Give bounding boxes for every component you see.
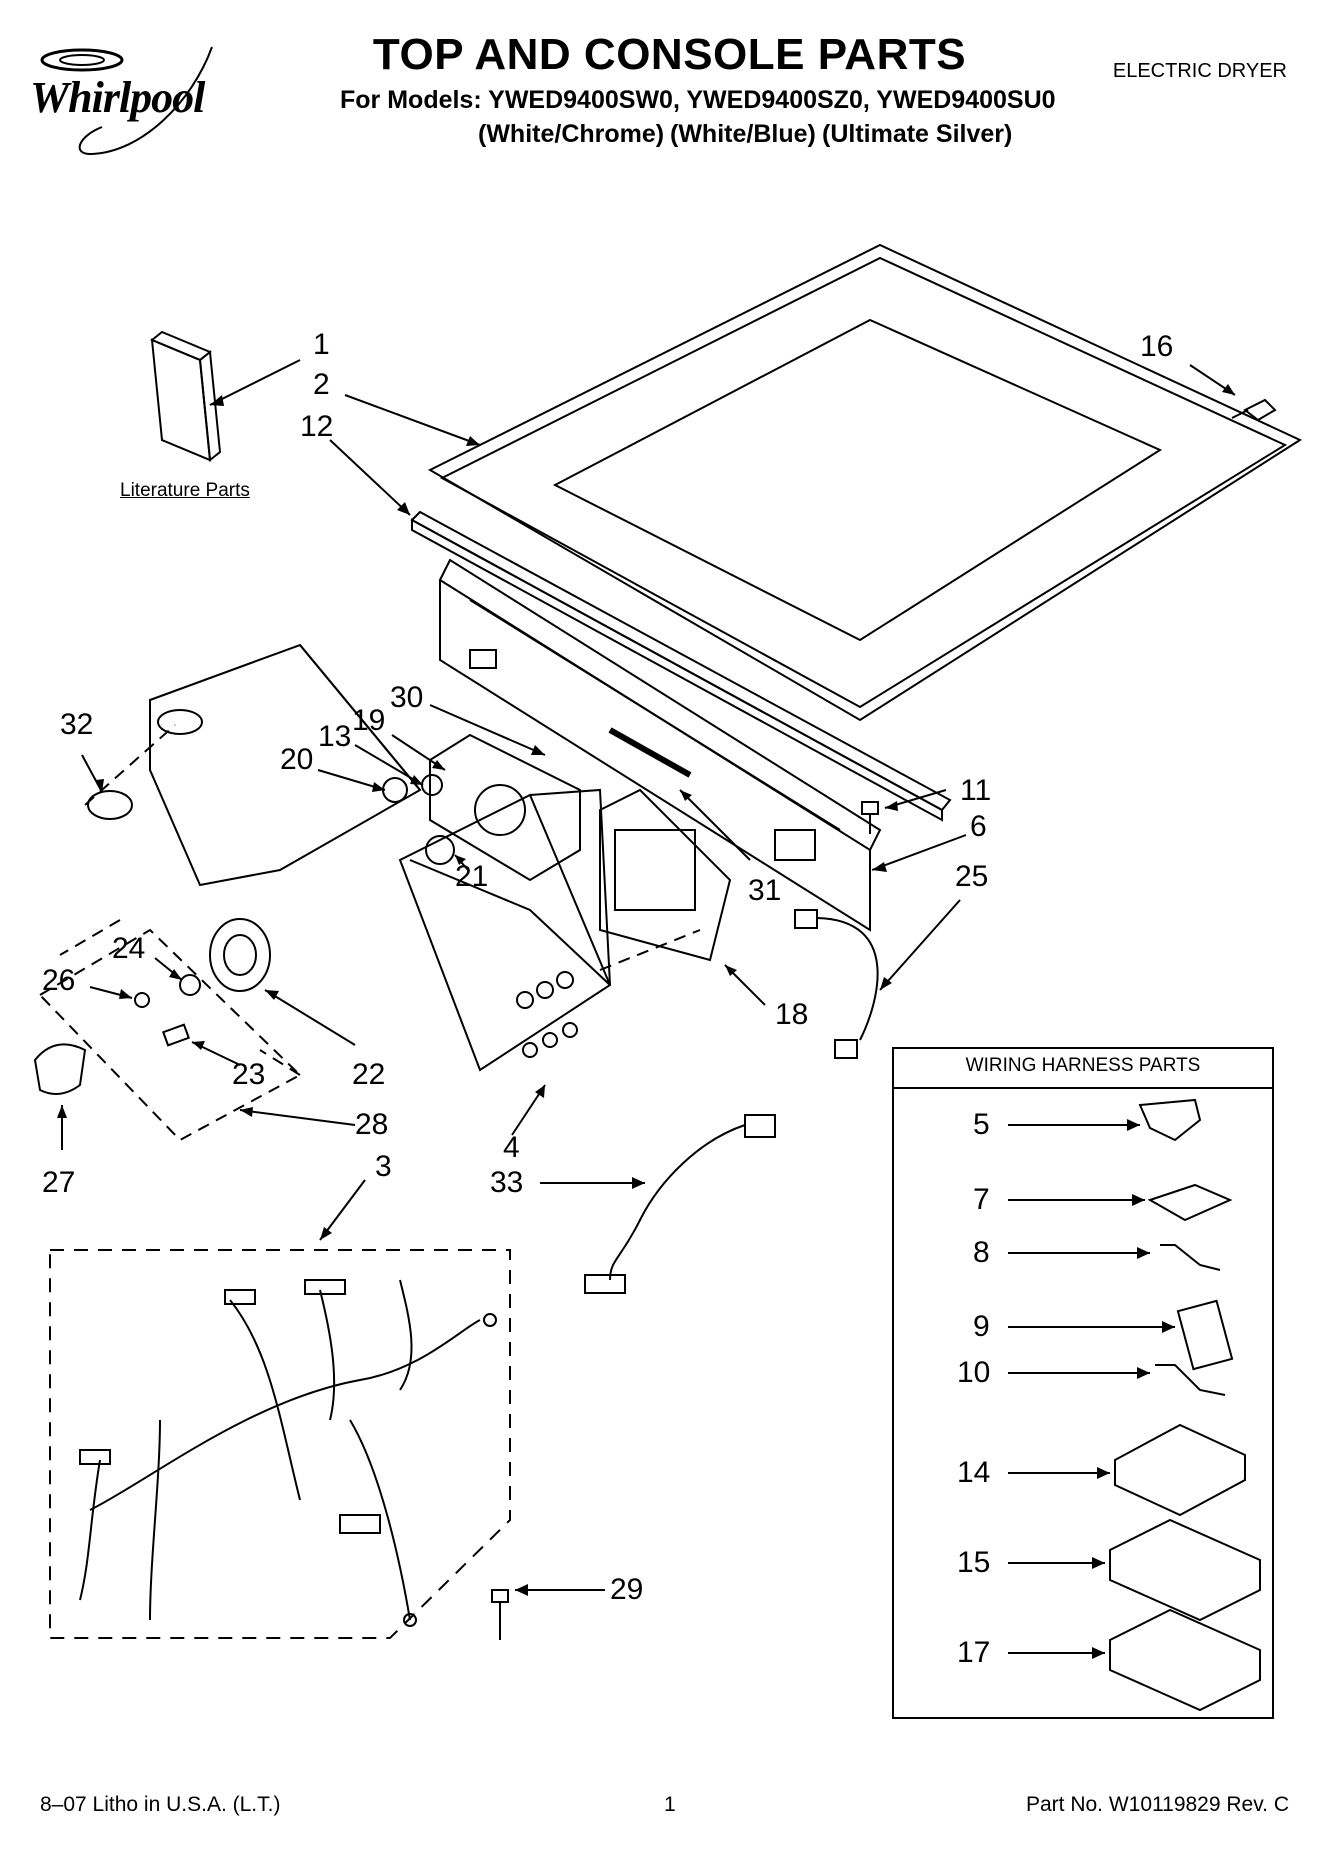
- callout-2: 2: [313, 368, 330, 401]
- front-trim-strip-part: [410, 510, 952, 822]
- knob-kit-box: [38, 928, 302, 1142]
- knob-part-20: [382, 777, 408, 803]
- terminal-part-8: [1160, 1244, 1221, 1271]
- console-housing-part: [149, 643, 422, 887]
- callout-29: 29: [610, 1573, 644, 1606]
- cable-tie-part: [608, 727, 692, 778]
- callout-22: 22: [352, 1058, 386, 1091]
- callout-30: 30: [390, 681, 424, 714]
- harness-clip-part-5: [1138, 1098, 1202, 1142]
- screw-part-11: [861, 801, 879, 834]
- knob-part-27: [33, 1043, 87, 1095]
- callout-32: 32: [60, 708, 94, 741]
- logo-swoosh-icon: [40, 46, 213, 156]
- wiring-harness-parts-title: WIRING HARNESS PARTS: [965, 1055, 1201, 1076]
- callout-3: 3: [375, 1150, 392, 1183]
- terminal-part-10: [1155, 1364, 1226, 1396]
- user-interface-board-part: [599, 788, 732, 962]
- callout-6: 6: [970, 810, 987, 843]
- callout-27: 27: [42, 1166, 76, 1199]
- callout-9: 9: [973, 1310, 990, 1343]
- brand-name: Whirlpool: [30, 73, 205, 122]
- console-bracket-part: [438, 558, 882, 932]
- callout-17: 17: [957, 1636, 991, 1669]
- control-panel-part: [398, 788, 612, 1072]
- dryer-top-panel-part: [427, 243, 1303, 722]
- screw-part-29: [491, 1589, 509, 1640]
- connector-block-part-14: [1114, 1423, 1246, 1517]
- callout-28: 28: [355, 1108, 389, 1141]
- screw-part-16: [1231, 398, 1277, 422]
- callout-13: 13: [318, 720, 352, 753]
- knob-assembly-part: [209, 918, 271, 992]
- main-wiring-harness-part: [79, 1279, 497, 1627]
- o-ring-part: [87, 790, 133, 820]
- connector-block-part-15: [1109, 1518, 1261, 1622]
- wire-harness-part-33: [584, 1114, 776, 1294]
- connector-part-7: [1147, 1183, 1233, 1222]
- callout-14: 14: [957, 1456, 991, 1489]
- litho-note: 8–07 Litho in U.S.A. (L.T.): [40, 1793, 281, 1816]
- timer-assembly-part: [429, 733, 581, 882]
- color-variant-ultimate-silver: (Ultimate Silver): [822, 120, 1013, 148]
- callout-16: 16: [1140, 330, 1174, 363]
- callout-5: 5: [973, 1108, 990, 1141]
- callout-12: 12: [300, 410, 334, 443]
- whirlpool-logo: [22, 42, 252, 162]
- callout-1: 1: [313, 328, 330, 361]
- bulb-part-23: [161, 1023, 191, 1047]
- wiring-harness-parts-box: [892, 1047, 1274, 1719]
- models-line: For Models: YWED9400SW0, YWED9400SZ0, YW…: [340, 86, 1056, 114]
- page-number: 1: [664, 1793, 676, 1816]
- callout-21: 21: [455, 860, 489, 893]
- product-type: ELECTRIC DRYER: [1112, 60, 1287, 82]
- color-variant-white-blue: (White/Blue): [670, 120, 816, 148]
- literature-parts-label: Literature Parts: [120, 480, 250, 501]
- callout-20: 20: [280, 743, 314, 776]
- callout-4: 4: [503, 1131, 520, 1164]
- main-harness-box: [49, 1249, 511, 1639]
- callout-23: 23: [232, 1058, 266, 1091]
- encoder-part-24: [179, 974, 201, 996]
- leader-arrowheads: [57, 384, 1235, 1659]
- connector-block-part-17: [1109, 1608, 1261, 1712]
- part-number: Part No. W10119829 Rev. C: [1025, 1793, 1289, 1816]
- knob-part-21: [425, 835, 455, 865]
- callout-25: 25: [955, 860, 989, 893]
- callout-26: 26: [42, 964, 76, 997]
- callout-31: 31: [748, 874, 782, 907]
- callout-10: 10: [957, 1356, 991, 1389]
- callout-19: 19: [352, 704, 386, 737]
- callout-7: 7: [973, 1183, 990, 1216]
- callout-33: 33: [490, 1166, 524, 1199]
- callout-24: 24: [112, 932, 146, 965]
- color-variant-white-chrome: (White/Chrome): [478, 120, 665, 148]
- literature-booklet-part: [150, 330, 222, 462]
- callout-11: 11: [960, 774, 992, 807]
- page-title: TOP AND CONSOLE PARTS: [372, 30, 967, 79]
- knob-part-13: [421, 774, 443, 796]
- connector-housing-part-9: [1176, 1299, 1234, 1371]
- wire-harness-part-25: [794, 909, 879, 1059]
- callout-18: 18: [775, 998, 809, 1031]
- callout-8: 8: [973, 1236, 990, 1269]
- spring-part-26: [134, 992, 150, 1008]
- callout-15: 15: [957, 1546, 991, 1579]
